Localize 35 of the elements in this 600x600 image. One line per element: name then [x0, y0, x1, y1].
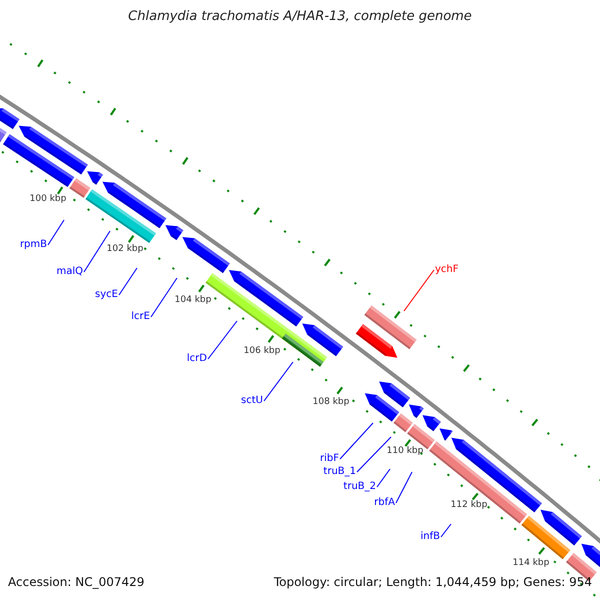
gene-label: infB: [420, 531, 440, 543]
leader-line: [376, 468, 390, 488]
gene-label: lcrD: [186, 353, 207, 365]
scale-label: 102 kbp: [106, 244, 144, 254]
scale-label: 110 kbp: [386, 446, 424, 456]
gene-label: lcrE: [131, 311, 150, 323]
gene-label: sycE: [95, 289, 118, 301]
gene-label: ribF: [320, 453, 339, 465]
gene-label: rbfA: [374, 497, 395, 509]
leader-line: [340, 422, 374, 460]
gene-label: truB_1: [323, 466, 356, 478]
scale-label: 114 kbp: [512, 558, 550, 568]
gene-label: ychF: [435, 264, 459, 276]
gene-label: rpmB: [20, 239, 47, 251]
leader-line: [84, 230, 110, 272]
gene-label: truB_2: [343, 481, 376, 493]
gene-label: malQ: [56, 266, 83, 278]
footer-text: Accession: NC_007429: [8, 575, 144, 589]
leader-line: [264, 362, 294, 402]
leader-line: [208, 320, 238, 360]
leader-line: [396, 472, 412, 504]
scale-label: 106 kbp: [244, 346, 280, 356]
footer-text: Topology: circular; Length: 1,044,459 bp; Genes: 954: [274, 575, 592, 589]
scale-label: 104 kbp: [174, 295, 212, 305]
leader-line: [356, 436, 392, 472]
leader-line: [150, 278, 178, 318]
gene-label: sctU: [241, 395, 263, 407]
leader-line: [440, 524, 452, 538]
scale-label: 100 kbp: [30, 194, 66, 204]
leader-line: [404, 270, 434, 312]
leader-line: [48, 220, 64, 246]
leader-line: [118, 268, 138, 296]
scale-label: 108 kbp: [312, 397, 350, 407]
diagram-title: Chlamydia trachomatis A/HAR-13, complete genome: [127, 9, 473, 24]
scale-label: 112 kbp: [450, 500, 488, 510]
